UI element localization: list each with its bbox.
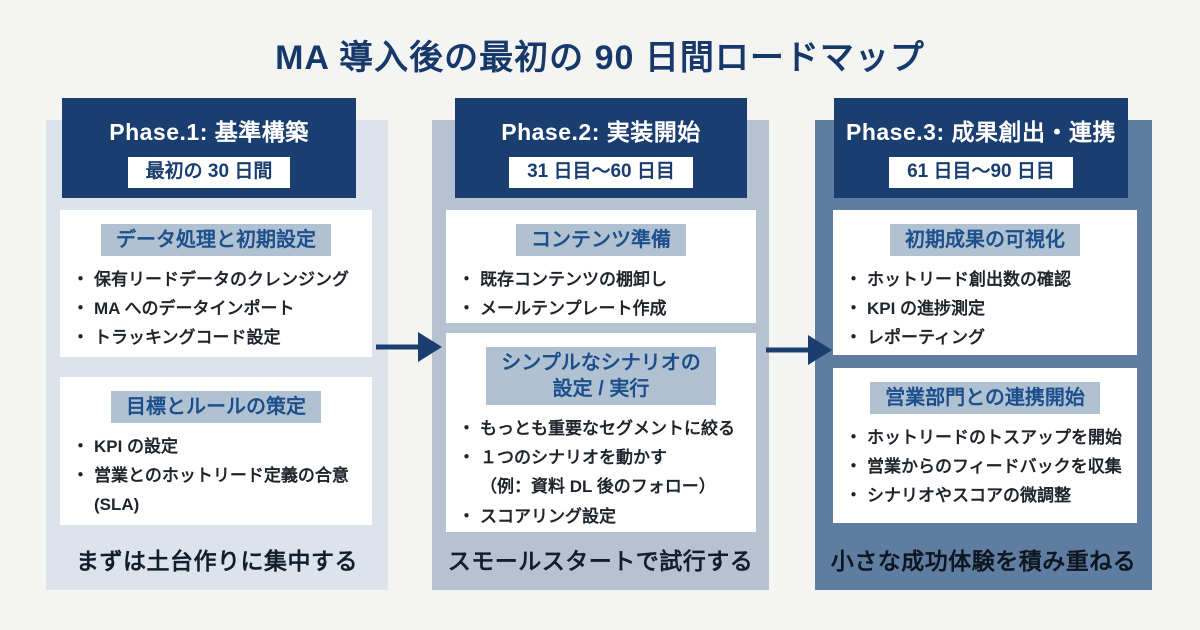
task-item: メールテンプレート作成 bbox=[458, 294, 750, 323]
task-item: 営業からのフィードバックを収集 bbox=[845, 452, 1131, 481]
phase3-period-badge: 61 日目〜90 日目 bbox=[889, 157, 1073, 188]
phase2-period-badge: 31 日目〜60 日目 bbox=[509, 157, 693, 188]
phase2-card-content-prep: コンテンツ準備 既存コンテンツの棚卸し メールテンプレート作成 bbox=[446, 210, 756, 324]
page-title: MA 導入後の最初の 90 日間ロードマップ bbox=[275, 39, 925, 77]
card-heading: 目標とルールの策定 bbox=[111, 391, 321, 423]
task-item: 営業とのホットリード定義の合意 (SLA) bbox=[72, 461, 366, 519]
phase1-header: Phase.1: 基準構築 最初の 30 日間 bbox=[62, 98, 356, 198]
task-list: 保有リードデータのクレンジング MA へのデータインポート トラッキングコード設… bbox=[60, 265, 372, 353]
task-item: シナリオやスコアの微調整 bbox=[845, 481, 1131, 510]
phase3-card-results: 初期成果の可視化 ホットリード創出数の確認 KPI の進捗測定 レポーティング bbox=[833, 210, 1137, 355]
task-item: KPI の進捗測定 bbox=[845, 294, 1131, 323]
task-list: KPI の設定 営業とのホットリード定義の合意 (SLA) bbox=[60, 432, 372, 520]
phase3-card-sales-alignment: 営業部門との連携開始 ホットリードのトスアップを開始 営業からのフィードバックを… bbox=[833, 368, 1137, 523]
task-item: ホットリードのトスアップを開始 bbox=[845, 423, 1131, 452]
phase2-summary: スモールスタートで試行する bbox=[447, 548, 754, 574]
card-heading: 初期成果の可視化 bbox=[890, 224, 1080, 256]
task-item: 保有リードデータのクレンジング bbox=[72, 265, 366, 294]
phase2-name: Phase.2: 実装開始 bbox=[501, 119, 701, 145]
phase2-header: Phase.2: 実装開始 31 日目〜60 日目 bbox=[455, 98, 747, 198]
phase3-name: Phase.3: 成果創出・連携 bbox=[846, 119, 1116, 145]
phase1-period-badge: 最初の 30 日間 bbox=[127, 157, 291, 188]
phase3-header: Phase.3: 成果創出・連携 61 日目〜90 日目 bbox=[834, 98, 1128, 198]
task-item: スコアリング設定 bbox=[458, 502, 750, 531]
right-arrow-icon bbox=[766, 335, 832, 365]
task-item: KPI の設定 bbox=[72, 432, 366, 461]
right-arrow-icon bbox=[376, 332, 442, 362]
task-list: ホットリード創出数の確認 KPI の進捗測定 レポーティング bbox=[833, 265, 1137, 353]
task-item: トラッキングコード設定 bbox=[72, 323, 366, 352]
task-list: もっとも重要なセグメントに絞る １つのシナリオを動かす （例：資料 DL 後のフ… bbox=[446, 414, 756, 531]
task-item: MA へのデータインポート bbox=[72, 294, 366, 323]
phase1-card-data-setup: データ処理と初期設定 保有リードデータのクレンジング MA へのデータインポート… bbox=[60, 210, 372, 357]
task-list: 既存コンテンツの棚卸し メールテンプレート作成 bbox=[446, 265, 756, 324]
phase2-card-scenario: シンプルなシナリオの 設定 / 実行 もっとも重要なセグメントに絞る １つのシナ… bbox=[446, 333, 756, 532]
task-item: ホットリード創出数の確認 bbox=[845, 265, 1131, 294]
card-heading: 営業部門との連携開始 bbox=[870, 382, 1100, 414]
phase3-summary: 小さな成功体験を積み重ねる bbox=[830, 548, 1137, 574]
task-item: もっとも重要なセグメントに絞る bbox=[458, 414, 750, 443]
task-item: 既存コンテンツの棚卸し bbox=[458, 265, 750, 294]
phase1-summary: まずは土台作りに集中する bbox=[76, 548, 358, 574]
task-item: レポーティング bbox=[845, 323, 1131, 352]
card-heading: コンテンツ準備 bbox=[516, 224, 686, 256]
card-heading: データ処理と初期設定 bbox=[101, 224, 331, 256]
phase1-card-goals-rules: 目標とルールの策定 KPI の設定 営業とのホットリード定義の合意 (SLA) bbox=[60, 377, 372, 525]
phase1-name: Phase.1: 基準構築 bbox=[109, 119, 309, 145]
task-item: １つのシナリオを動かす （例：資料 DL 後のフォロー） bbox=[458, 443, 750, 501]
card-heading: シンプルなシナリオの 設定 / 実行 bbox=[486, 347, 716, 405]
task-list: ホットリードのトスアップを開始 営業からのフィードバックを収集 シナリオやスコア… bbox=[833, 423, 1137, 511]
